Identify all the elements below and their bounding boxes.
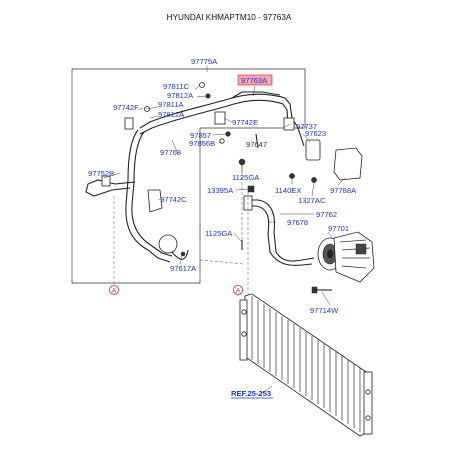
label-97788A[interactable]: 97788A — [330, 186, 357, 195]
label-97811C[interactable]: 97811C — [163, 82, 190, 91]
pipe-suction-lower — [139, 99, 289, 135]
condenser — [239, 293, 373, 437]
pipe-discharge-inner — [246, 205, 313, 266]
label-13395A[interactable]: 13395A — [207, 186, 234, 195]
clip-97742F — [124, 117, 134, 130]
oring-97811C — [199, 82, 205, 88]
pipe-suction-upper — [139, 93, 293, 129]
label-97678[interactable]: 97678 — [287, 218, 308, 227]
label-1327AC[interactable]: 1327AC — [298, 196, 326, 205]
label-1125GA[interactable]: 1125GA — [205, 229, 233, 238]
label-97762[interactable]: 97762 — [316, 210, 337, 219]
oring-97857 — [225, 131, 231, 137]
hose-fitting-97617A — [158, 234, 178, 254]
pipe-left-inner — [131, 131, 173, 257]
bracket-97752B — [101, 175, 111, 187]
label-97812A-top[interactable]: 97812A — [167, 91, 194, 100]
fitting-97737 — [283, 117, 295, 131]
marker-a-right: A — [233, 285, 243, 295]
label-97857[interactable]: 97857 — [190, 131, 211, 140]
label-97811A[interactable]: 97811A — [158, 100, 185, 109]
pipe-right-end — [291, 117, 305, 147]
bolt-97812A-top — [205, 93, 211, 99]
marker-a-left: A — [109, 285, 119, 295]
label-1125GA-top[interactable]: 1125GA — [232, 173, 260, 182]
diagram-title: HYUNDAI KHMAPTM10 - 97763A — [167, 13, 292, 22]
bracket-97788A — [333, 147, 363, 181]
highlight-97763A — [237, 74, 273, 86]
pipe-left-outer — [125, 129, 171, 263]
ref-label[interactable]: REF.25-253 — [231, 389, 271, 398]
oring-97856B — [219, 138, 225, 144]
group-frame — [71, 69, 201, 284]
label-97623[interactable]: 97623 — [305, 129, 326, 138]
bracket-97742C — [147, 189, 163, 213]
label-97742E[interactable]: 97742E — [232, 118, 258, 127]
label-97742C[interactable]: 97742C — [160, 195, 187, 204]
pipe-discharge-outer — [246, 199, 315, 262]
label-97737[interactable]: 97737 — [296, 122, 317, 131]
label-1140EX[interactable]: 1140EX — [275, 186, 301, 195]
svg-text:A: A — [236, 288, 241, 295]
label-97714W[interactable]: 97714W — [310, 306, 339, 315]
label-97701[interactable]: 97701 — [328, 224, 349, 233]
group-frame-top — [72, 68, 306, 83]
label-97752B[interactable]: 97752B — [88, 169, 114, 178]
pipe-left-branch — [85, 179, 136, 197]
label-97775A[interactable]: 97775A — [191, 57, 218, 66]
bracket-97742E — [214, 111, 226, 125]
label-97763A[interactable]: 97763A — [241, 76, 268, 85]
bolt-1140EX — [289, 173, 295, 179]
label-97768[interactable]: 97768 — [160, 148, 181, 157]
label-97647[interactable]: 97647 — [246, 140, 267, 149]
bolt-97647 — [255, 133, 259, 149]
pipe-top — [231, 91, 281, 99]
nut-13395A — [247, 185, 255, 193]
bolt-1327AC — [311, 177, 317, 183]
label-97742F[interactable]: 97742F — [113, 103, 139, 112]
label-97812A[interactable]: 97812A — [158, 110, 185, 119]
svg-text:A: A — [112, 288, 117, 295]
compressor-97701 — [317, 231, 375, 283]
label-97856B[interactable]: 97856B — [189, 139, 215, 148]
valve-97623 — [305, 139, 321, 161]
label-97617A[interactable]: 97617A — [170, 264, 197, 273]
